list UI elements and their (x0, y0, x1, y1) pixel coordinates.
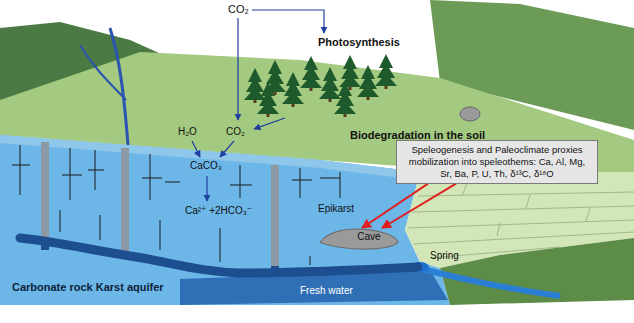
gas-label: CO₂ (226, 126, 245, 138)
zone-label: Epikarst (318, 203, 354, 215)
feature-label: Spring (430, 250, 459, 262)
aquifer-label: Carbonate rock Karst aquifer (12, 281, 164, 294)
process-label: Photosynthesis (318, 36, 400, 49)
mineral-label: CaCO₃ (190, 160, 222, 172)
cave-shape: Cave (318, 225, 400, 253)
ion-label: Ca²⁺ +2HCO₃⁻ (185, 205, 252, 217)
info-box: Speleogenesis and Paleoclimate proxies m… (396, 140, 598, 184)
gas-label: CO₂ (228, 3, 249, 16)
box-text: Speleogenesis and Paleoclimate proxies m… (402, 144, 592, 180)
water-label: H₂O (178, 126, 197, 138)
cave-label: Cave (318, 225, 400, 249)
red-arrow (382, 184, 456, 228)
water-label: Fresh water (300, 285, 353, 297)
